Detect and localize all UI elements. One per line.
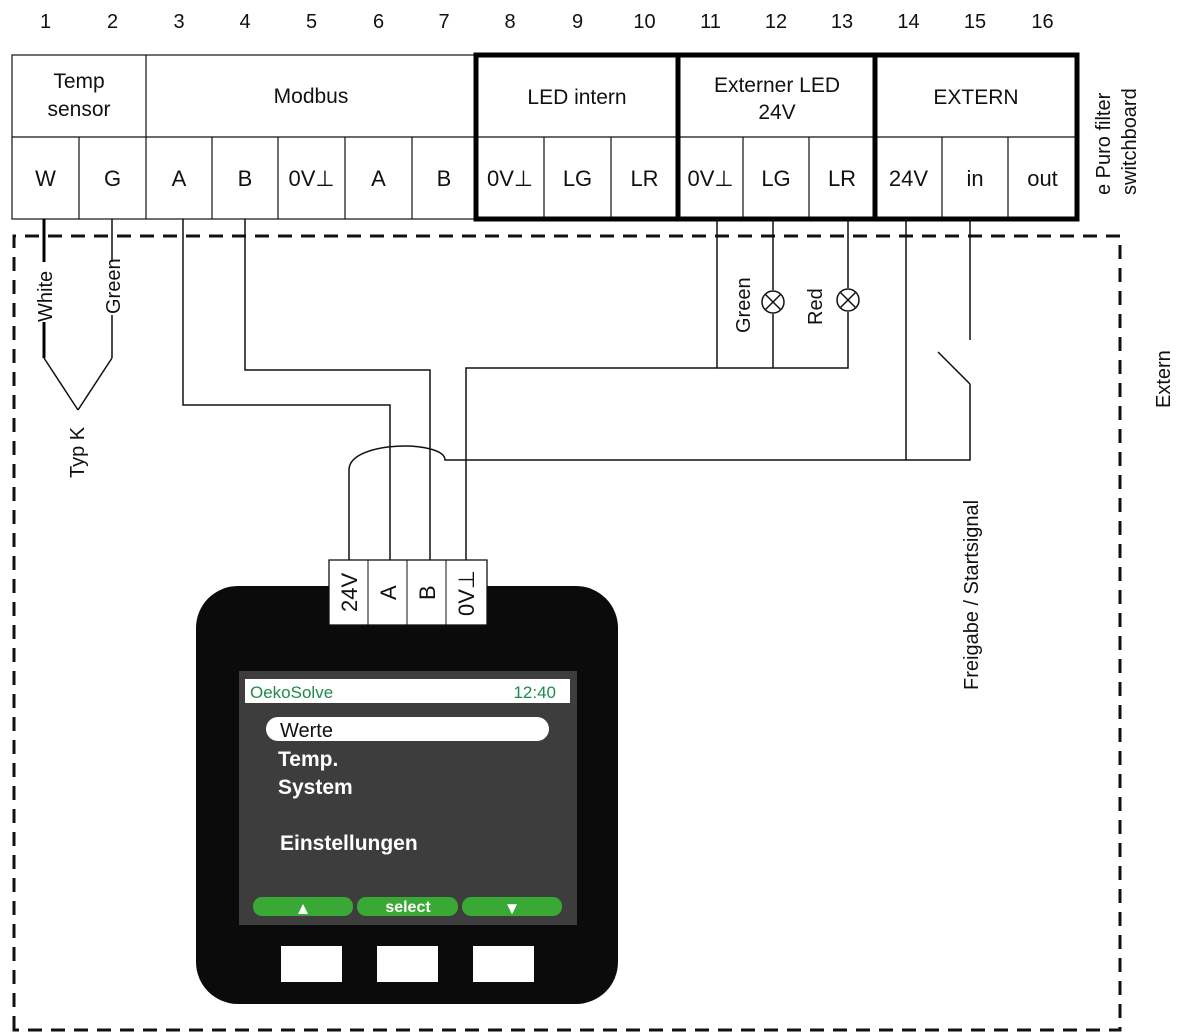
group-headers: Temp sensor Modbus LED intern Externer L… xyxy=(47,70,1018,124)
terminal-strip xyxy=(11,52,1080,222)
screen-time: 12:40 xyxy=(513,683,556,702)
down-arrow-icon: ▼ xyxy=(504,899,521,918)
terminal-label-9: LG xyxy=(563,166,592,191)
externer-led-header-line2: 24V xyxy=(758,101,795,124)
controller-connector: 24V A B 0V⊥ xyxy=(328,559,488,626)
terminal-label-1: W xyxy=(35,166,56,191)
green-lamp-icon xyxy=(761,290,785,314)
extern-label: Extern xyxy=(1153,350,1175,408)
side-label-line2: switchboard xyxy=(1119,88,1141,195)
modbus-header: Modbus xyxy=(274,85,349,108)
white-wire-label: White xyxy=(35,271,57,322)
terminal-label-2: G xyxy=(104,166,121,191)
terminal-label-16: out xyxy=(1027,166,1058,191)
hardware-button-middle[interactable] xyxy=(377,946,438,982)
controller-wiring: Freigabe / Startsignal xyxy=(182,219,983,690)
terminal-number-14: 14 xyxy=(897,11,919,33)
connector-pin-0v: 0V⊥ xyxy=(454,570,479,616)
softkey-down[interactable] xyxy=(462,897,562,916)
red-lamp-icon xyxy=(836,288,860,312)
screen-title-bar xyxy=(245,679,570,703)
side-label-line1: e Puro filter xyxy=(1093,92,1115,195)
led-intern-header: LED intern xyxy=(527,86,626,109)
softkey-select-label: select xyxy=(385,899,431,916)
terminal-label-15: in xyxy=(966,166,983,191)
menu-item-selected-highlight xyxy=(266,717,549,741)
menu-item-system[interactable]: System xyxy=(278,776,353,799)
terminal-label-10: LR xyxy=(630,166,658,191)
menu-item-werte[interactable]: Werte xyxy=(280,720,333,742)
hardware-button-left[interactable] xyxy=(281,946,342,982)
terminal-label-7: B xyxy=(437,166,452,191)
extern-header: EXTERN xyxy=(933,86,1018,109)
terminal-label-11: 0V⊥ xyxy=(687,166,733,191)
menu-item-einstellungen[interactable]: Einstellungen xyxy=(280,832,418,855)
freigabe-label: Freigabe / Startsignal xyxy=(961,500,983,690)
led-red-label: Red xyxy=(805,288,827,325)
terminal-number-15: 15 xyxy=(964,11,986,33)
extern-frame xyxy=(872,52,1080,222)
terminal-number-13: 13 xyxy=(831,11,853,33)
screen-brand: OekoSolve xyxy=(250,683,333,702)
terminal-label-6: A xyxy=(371,166,386,191)
terminal-number-7: 7 xyxy=(438,11,449,33)
terminal-label-13: LR xyxy=(828,166,856,191)
terminal-number-2: 2 xyxy=(107,11,118,33)
connector-pin-24v: 24V xyxy=(337,573,362,612)
terminal-label-3: A xyxy=(172,166,187,191)
terminal-labels: W G A B 0V⊥ A B 0V⊥ LG LR 0V⊥ LG LR 24V in out xyxy=(35,166,1058,191)
terminal-label-4: B xyxy=(238,166,253,191)
up-arrow-icon: ▲ xyxy=(295,899,312,918)
terminal-label-12: LG xyxy=(761,166,790,191)
terminal-number-16: 16 xyxy=(1031,11,1053,33)
terminal-number-10: 10 xyxy=(633,11,655,33)
temp-sensor-header-line1: Temp xyxy=(53,70,104,93)
connector-pin-b: B xyxy=(415,585,440,600)
terminal-label-14: 24V xyxy=(889,166,928,191)
terminal-number-1: 1 xyxy=(40,11,51,33)
controller-screen xyxy=(239,671,577,925)
temp-sensor-header-line2: sensor xyxy=(47,98,110,121)
external-led-wiring: Green Red xyxy=(717,219,860,369)
hardware-button-right[interactable] xyxy=(473,946,534,982)
terminal-label-5: 0V⊥ xyxy=(288,166,334,191)
temp-sensor-wiring: White Green Typ K xyxy=(35,219,125,478)
externer-led-header-line1: Externer LED xyxy=(714,74,840,97)
typ-k-label: Typ K xyxy=(67,426,89,478)
led-green-label: Green xyxy=(733,277,755,333)
terminal-number-5: 5 xyxy=(306,11,317,33)
terminal-number-9: 9 xyxy=(572,11,583,33)
softkey-up[interactable] xyxy=(253,897,353,916)
terminal-number-12: 12 xyxy=(765,11,787,33)
terminal-number-8: 8 xyxy=(504,11,515,33)
terminal-number-6: 6 xyxy=(373,11,384,33)
controller-device: 24V A B 0V⊥ OekoSolve 12:40 Werte Temp. … xyxy=(196,559,618,1004)
menu-item-temp[interactable]: Temp. xyxy=(278,748,338,771)
connector-pin-a: A xyxy=(376,585,401,600)
terminal-number-3: 3 xyxy=(173,11,184,33)
green-wire-label: Green xyxy=(103,258,125,314)
terminal-number-11: 11 xyxy=(700,11,721,33)
terminal-label-8: 0V⊥ xyxy=(487,166,533,191)
terminal-number-4: 4 xyxy=(239,11,250,33)
softkey-select[interactable] xyxy=(357,897,458,916)
extern-boundary xyxy=(12,234,1122,1032)
